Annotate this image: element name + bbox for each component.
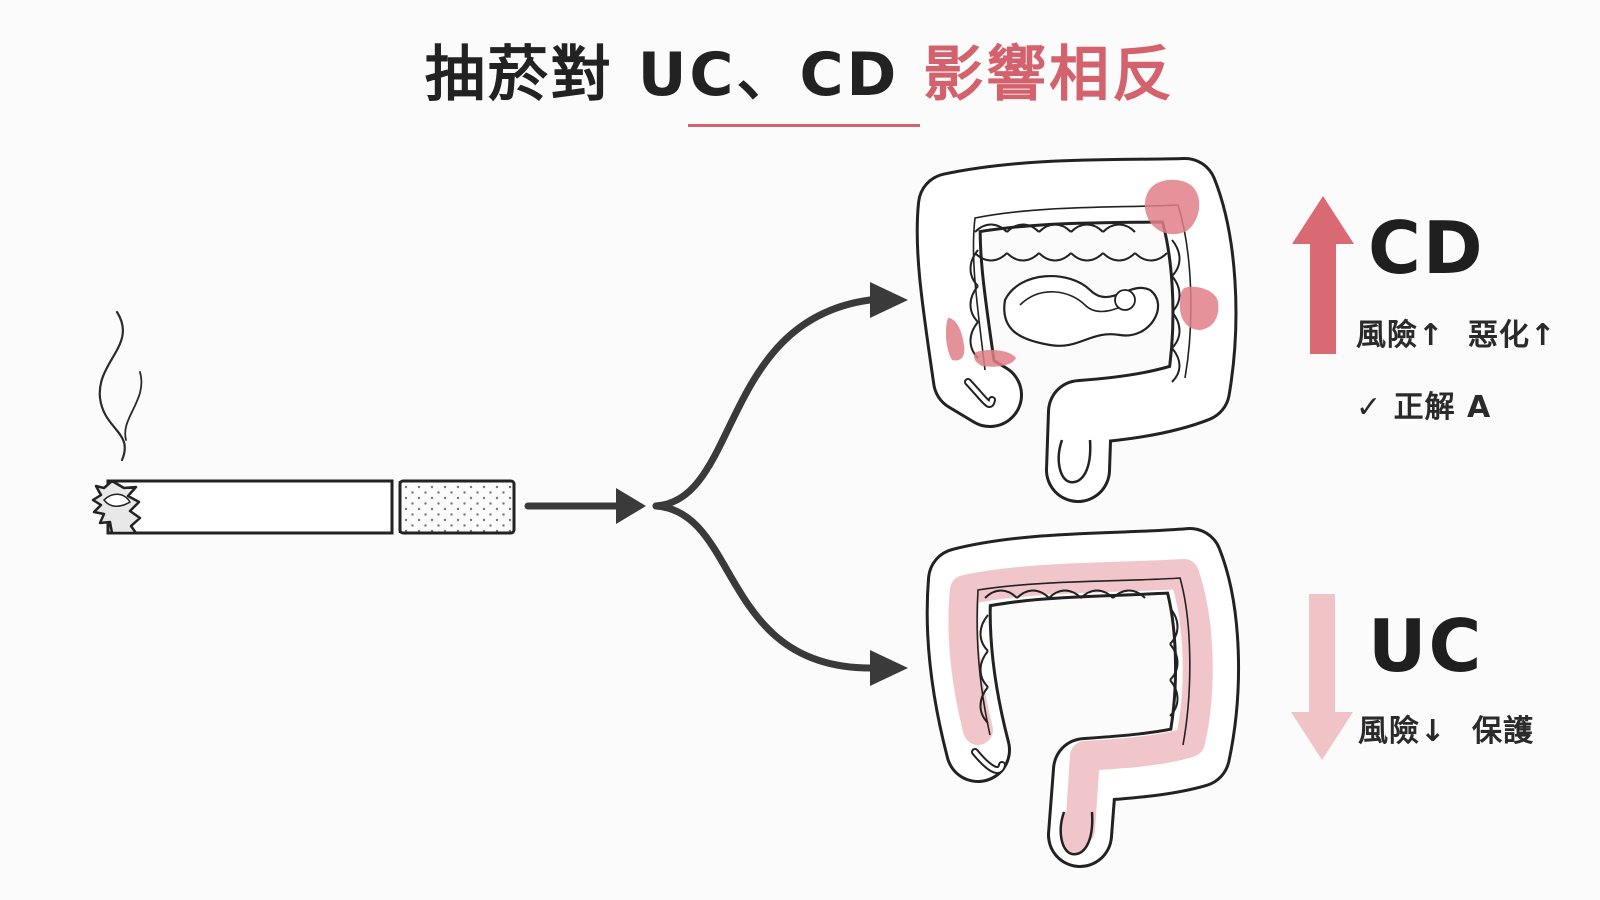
page-title: 抽菸對 UC、CD 影響相反 [0, 26, 1600, 113]
smoke-trail [124, 371, 143, 441]
title-underline [688, 124, 920, 127]
title-highlight: 影響相反 [923, 40, 1176, 110]
uc-colon [925, 527, 1240, 868]
uc-down-arrow [1291, 594, 1353, 760]
check-icon: ✓ [1356, 390, 1383, 425]
cd-worsen-label: 惡化↑ [1468, 318, 1557, 353]
cd-risk-label: 風險↑ [1356, 318, 1445, 353]
flow-arrow [524, 488, 646, 524]
cd-answer-text: 正解 A [1393, 390, 1492, 425]
uc-protect-label: 保護 [1472, 714, 1534, 749]
uc-label: UC [1368, 604, 1484, 688]
branch-arrow-cd [652, 282, 908, 510]
cd-label: CD [1368, 206, 1485, 290]
uc-inflammation-band [948, 559, 1213, 845]
cigarette-filter [398, 479, 516, 535]
cd-inflammation-patches [945, 179, 1219, 367]
title-prefix: 抽菸對 UC、CD [424, 40, 924, 110]
cigarette-body [106, 479, 394, 535]
cd-up-arrow [1292, 196, 1354, 354]
smoke-icon [98, 310, 126, 462]
cigarette-icon [91, 310, 516, 535]
cd-answer: ✓ 正解 A [1356, 382, 1491, 426]
cd-colon [915, 157, 1238, 503]
uc-risk-label: 風險↓ [1358, 714, 1447, 749]
branch-arrow-uc [652, 502, 908, 686]
